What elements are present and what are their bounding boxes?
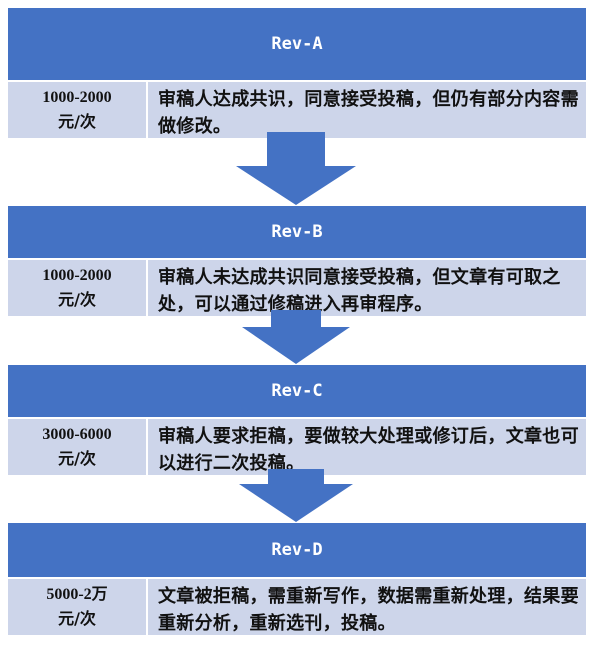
stage-title: Rev-A <box>8 8 586 80</box>
down-arrow-icon <box>236 132 356 205</box>
stage-row: 3000-6000 元/次 审稿人要求拒稿，要做较大处理或修订后，文章也可以进行… <box>8 417 586 475</box>
price-unit: 元/次 <box>58 112 96 131</box>
stage-title: Rev-B <box>8 206 586 258</box>
stage-title: Rev-D <box>8 523 586 577</box>
stage-title: Rev-C <box>8 365 586 417</box>
price-amount: 3000-6000 <box>42 426 112 443</box>
price-unit: 元/次 <box>58 449 96 468</box>
price-unit: 元/次 <box>58 609 96 628</box>
stage-description: 文章被拒稿，需重新写作，数据需重新处理，结果要重新分析，重新选刊，投稿。 <box>158 586 579 634</box>
down-arrow-icon <box>242 310 350 364</box>
price-cell: 3000-6000 元/次 <box>8 419 148 475</box>
price-amount: 1000-2000 <box>42 89 112 106</box>
price-unit: 元/次 <box>58 290 96 309</box>
price-cell: 1000-2000 元/次 <box>8 260 148 316</box>
stage-description: 审稿人未达成共识同意接受投稿，但文章有可取之处，可以通过修稿进入再审程序。 <box>158 267 561 315</box>
stage-row: 1000-2000 元/次 审稿人达成共识，同意接受投稿，但仍有部分内容需做修改… <box>8 80 586 138</box>
stage-row: 5000-2万 元/次 文章被拒稿，需重新写作，数据需重新处理，结果要重新分析，… <box>8 577 586 635</box>
price-cell: 1000-2000 元/次 <box>8 82 148 138</box>
price-amount: 1000-2000 <box>42 267 112 284</box>
price-amount: 5000-2万 <box>46 586 108 603</box>
stage-description: 审稿人达成共识，同意接受投稿，但仍有部分内容需做修改。 <box>158 89 579 137</box>
price-cell: 5000-2万 元/次 <box>8 579 148 635</box>
stage-description: 审稿人要求拒稿，要做较大处理或修订后，文章也可以进行二次投稿。 <box>158 426 579 474</box>
stage-row: 1000-2000 元/次 审稿人未达成共识同意接受投稿，但文章有可取之处，可以… <box>8 258 586 316</box>
